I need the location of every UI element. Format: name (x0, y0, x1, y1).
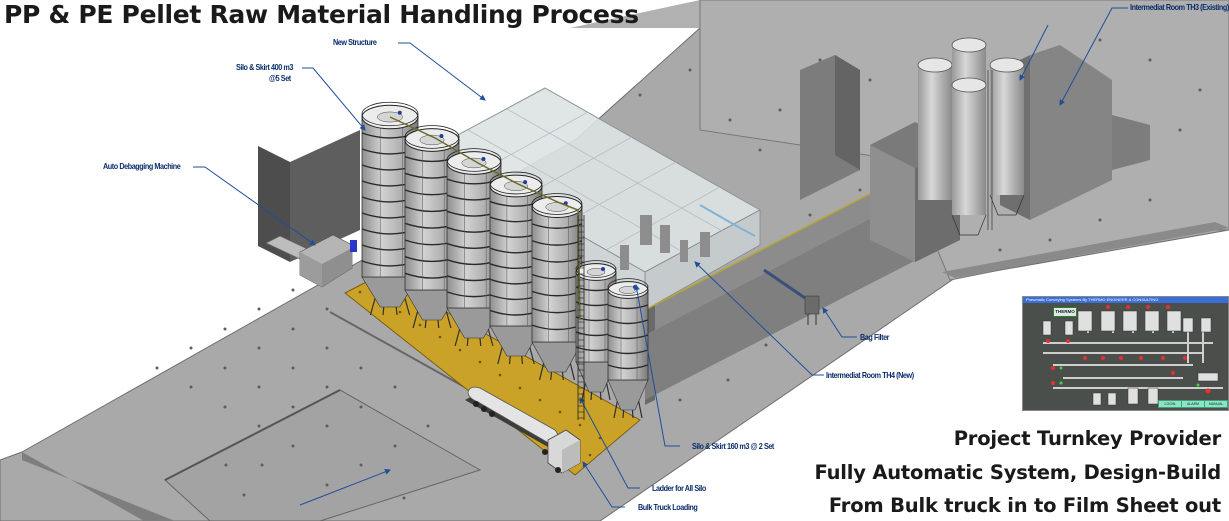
label-auto-debagging: Auto Debagging Machine (103, 161, 181, 171)
back-wall (258, 130, 360, 262)
hmi-logo: THERMO (1053, 307, 1077, 317)
ladder (577, 215, 585, 420)
tagline-line-2: Fully Automatic System, Design-Build (814, 461, 1221, 484)
silo-160-2 (607, 278, 649, 419)
hmi-button-alarm: ALARM (1181, 400, 1205, 408)
silo-160-group (575, 260, 649, 419)
hmi-button-manual: MANUAL (1204, 400, 1228, 408)
page-title: PP & PE Pellet Raw Material Handling Pro… (4, 0, 639, 29)
label-silo-160: Silo & Skirt 160 m3 @ 2 Set (692, 441, 774, 451)
label-new-structure: New Structure (333, 37, 377, 47)
tagline-line-1: Project Turnkey Provider (953, 427, 1221, 450)
existing-silo-cluster (917, 37, 1025, 236)
hmi-button-login: LOGIN (1158, 400, 1182, 408)
label-bag-filter: Bag Filter (860, 332, 890, 342)
tagline-line-3: From Bulk truck in to Film Sheet out (828, 494, 1221, 517)
silo-400-5 (531, 193, 583, 381)
hmi-header: Pneumatic Conveying Systems By THERMO EN… (1023, 297, 1228, 303)
label-bulk-truck: Bulk Truck Loading (638, 502, 698, 512)
bag-filter (763, 268, 820, 325)
conveying-pipe (389, 116, 581, 321)
hmi-screenshot-inset: Pneumatic Conveying Systems By THERMO EN… (1022, 296, 1229, 411)
auto-debagging-machine (265, 234, 357, 288)
label-silo-400: Silo & Skirt 400 m3 (236, 62, 293, 72)
silo-400-group (361, 101, 583, 381)
leader-lines (193, 7, 1128, 508)
bulk-truck (465, 386, 581, 474)
label-silo-400-qty: @5 Set (269, 73, 291, 83)
label-intermediat-th3: Intermediat Room TH3 (Existing) (1130, 2, 1229, 12)
hmi-header-text: Pneumatic Conveying Systems By THERMO EN… (1026, 297, 1159, 302)
label-ladder: Ladder for All Silo (652, 483, 706, 493)
label-intermediat-th4: Intermediat Room TH4 (New) (826, 370, 914, 380)
hmi-process-schematic (1042, 305, 1223, 406)
